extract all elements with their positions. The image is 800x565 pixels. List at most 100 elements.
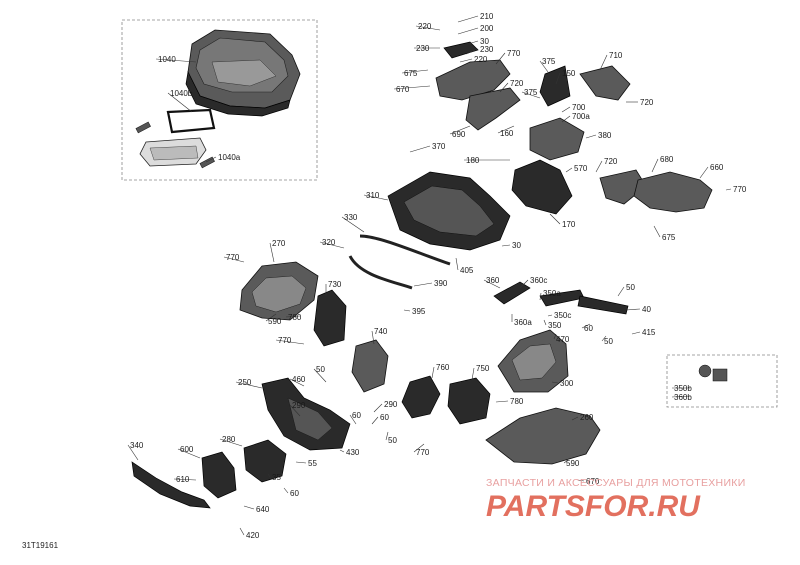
part-label[interactable]: 350 — [548, 321, 562, 330]
part-label[interactable]: 220 — [474, 55, 488, 64]
part-label[interactable]: 670 — [396, 85, 410, 94]
part-label[interactable]: 360 — [486, 276, 500, 285]
part-label[interactable]: 230 — [480, 45, 494, 54]
part-label[interactable]: 375 — [524, 88, 538, 97]
part-label[interactable]: 270 — [272, 239, 286, 248]
part-label[interactable]: 760 — [436, 363, 450, 372]
part-label[interactable]: 350a — [543, 289, 561, 298]
part-label[interactable]: 60 — [584, 324, 593, 333]
part-label[interactable]: 220 — [418, 22, 432, 31]
part-label[interactable]: 360c — [530, 276, 547, 285]
part-label[interactable]: 680 — [660, 155, 674, 164]
part-label[interactable]: 395 — [412, 307, 426, 316]
part-label[interactable]: 700a — [572, 112, 590, 121]
part-label[interactable]: 55 — [308, 459, 317, 468]
part-label[interactable]: 300 — [560, 379, 574, 388]
part-label[interactable]: 610 — [176, 475, 190, 484]
part-label[interactable]: 60 — [380, 413, 389, 422]
part-label[interactable]: 730 — [328, 280, 342, 289]
part-label[interactable]: 60 — [290, 489, 299, 498]
part-label[interactable]: 30 — [480, 37, 489, 46]
leader-line — [651, 158, 659, 173]
part-label[interactable]: 375 — [542, 57, 556, 66]
part-label[interactable]: 35 — [272, 473, 281, 482]
leader-line — [371, 416, 379, 425]
leader-line — [601, 335, 607, 342]
leader-line — [409, 145, 431, 153]
part-label[interactable]: 770 — [507, 49, 521, 58]
part-label[interactable]: 780 — [288, 313, 302, 322]
part-label[interactable]: 710 — [609, 51, 623, 60]
part-label[interactable]: 180 — [466, 156, 480, 165]
part-label[interactable]: 415 — [642, 328, 656, 337]
part-label[interactable]: 770 — [733, 185, 747, 194]
part-label[interactable]: 1040a — [218, 153, 241, 162]
lower-bracket-600 — [201, 451, 237, 499]
part-label[interactable]: 350c — [554, 311, 571, 320]
leader-line — [547, 314, 553, 317]
part-label[interactable]: 380 — [598, 131, 612, 140]
part-label[interactable]: 320 — [322, 238, 336, 247]
part-label[interactable]: 170 — [562, 220, 576, 229]
part-label[interactable]: 640 — [256, 505, 270, 514]
part-label[interactable]: 700 — [572, 103, 586, 112]
part-label[interactable]: 720 — [640, 98, 654, 107]
part-label[interactable]: 750 — [476, 364, 490, 373]
part-label[interactable]: 290 — [292, 401, 306, 410]
leader-line — [549, 213, 561, 225]
part-label[interactable]: 280 — [222, 435, 236, 444]
leader-line — [499, 82, 509, 93]
part-label[interactable]: 260 — [580, 413, 594, 422]
part-label[interactable]: 460 — [292, 375, 306, 384]
part-label[interactable]: 740 — [374, 327, 388, 336]
part-label[interactable]: 720 — [604, 157, 618, 166]
part-label[interactable]: 30 — [512, 241, 521, 250]
part-label[interactable]: 50 — [316, 365, 325, 374]
part-label[interactable]: 690 — [452, 130, 466, 139]
part-label[interactable]: 150 — [562, 69, 576, 78]
part-label[interactable]: 230 — [416, 44, 430, 53]
part-label[interactable]: 405 — [460, 266, 474, 275]
part-label[interactable]: 50 — [388, 436, 397, 445]
part-label[interactable]: 660 — [710, 163, 724, 172]
part-label[interactable]: 770 — [416, 448, 430, 457]
part-label[interactable]: 770 — [278, 336, 292, 345]
part-label[interactable]: 370 — [432, 142, 446, 151]
leader-line — [699, 166, 709, 179]
part-label[interactable]: 210 — [480, 12, 494, 21]
part-label[interactable]: 780 — [510, 397, 524, 406]
part-label[interactable]: 770 — [226, 253, 240, 262]
part-label[interactable]: 160 — [500, 129, 514, 138]
part-label[interactable]: 40 — [642, 305, 651, 314]
part-label[interactable]: 720 — [510, 79, 524, 88]
part-label[interactable]: 590 — [566, 459, 580, 468]
part-label[interactable]: 470 — [556, 335, 570, 344]
part-label[interactable]: 360b — [674, 393, 692, 402]
part-label[interactable]: 60 — [352, 411, 361, 420]
part-label[interactable]: 675 — [662, 233, 676, 242]
part-label[interactable]: 1040b — [170, 89, 193, 98]
part-label[interactable]: 50 — [604, 337, 613, 346]
part-label[interactable]: 1040 — [158, 55, 176, 64]
part-label[interactable]: 600 — [180, 445, 194, 454]
part-label[interactable]: 290 — [384, 400, 398, 409]
part-label[interactable]: 670 — [586, 477, 600, 486]
part-label[interactable]: 675 — [404, 69, 418, 78]
part-label[interactable]: 310 — [366, 191, 380, 200]
part-label[interactable]: 330 — [344, 213, 358, 222]
part-label[interactable]: 250 — [238, 378, 252, 387]
leader-line — [585, 134, 597, 139]
part-label[interactable]: 200 — [480, 24, 494, 33]
leader-line — [313, 368, 327, 383]
part-label[interactable]: 420 — [246, 531, 260, 540]
part-label[interactable]: 390 — [434, 279, 448, 288]
front-lower-frame — [261, 377, 351, 451]
part-label[interactable]: 570 — [574, 164, 588, 173]
part-label[interactable]: 430 — [346, 448, 360, 457]
part-label[interactable]: 590 — [268, 317, 282, 326]
leader-line — [167, 92, 193, 113]
part-label[interactable]: 350b — [674, 384, 692, 393]
part-label[interactable]: 340 — [130, 441, 144, 450]
part-label[interactable]: 360a — [514, 318, 532, 327]
part-label[interactable]: 50 — [626, 283, 635, 292]
